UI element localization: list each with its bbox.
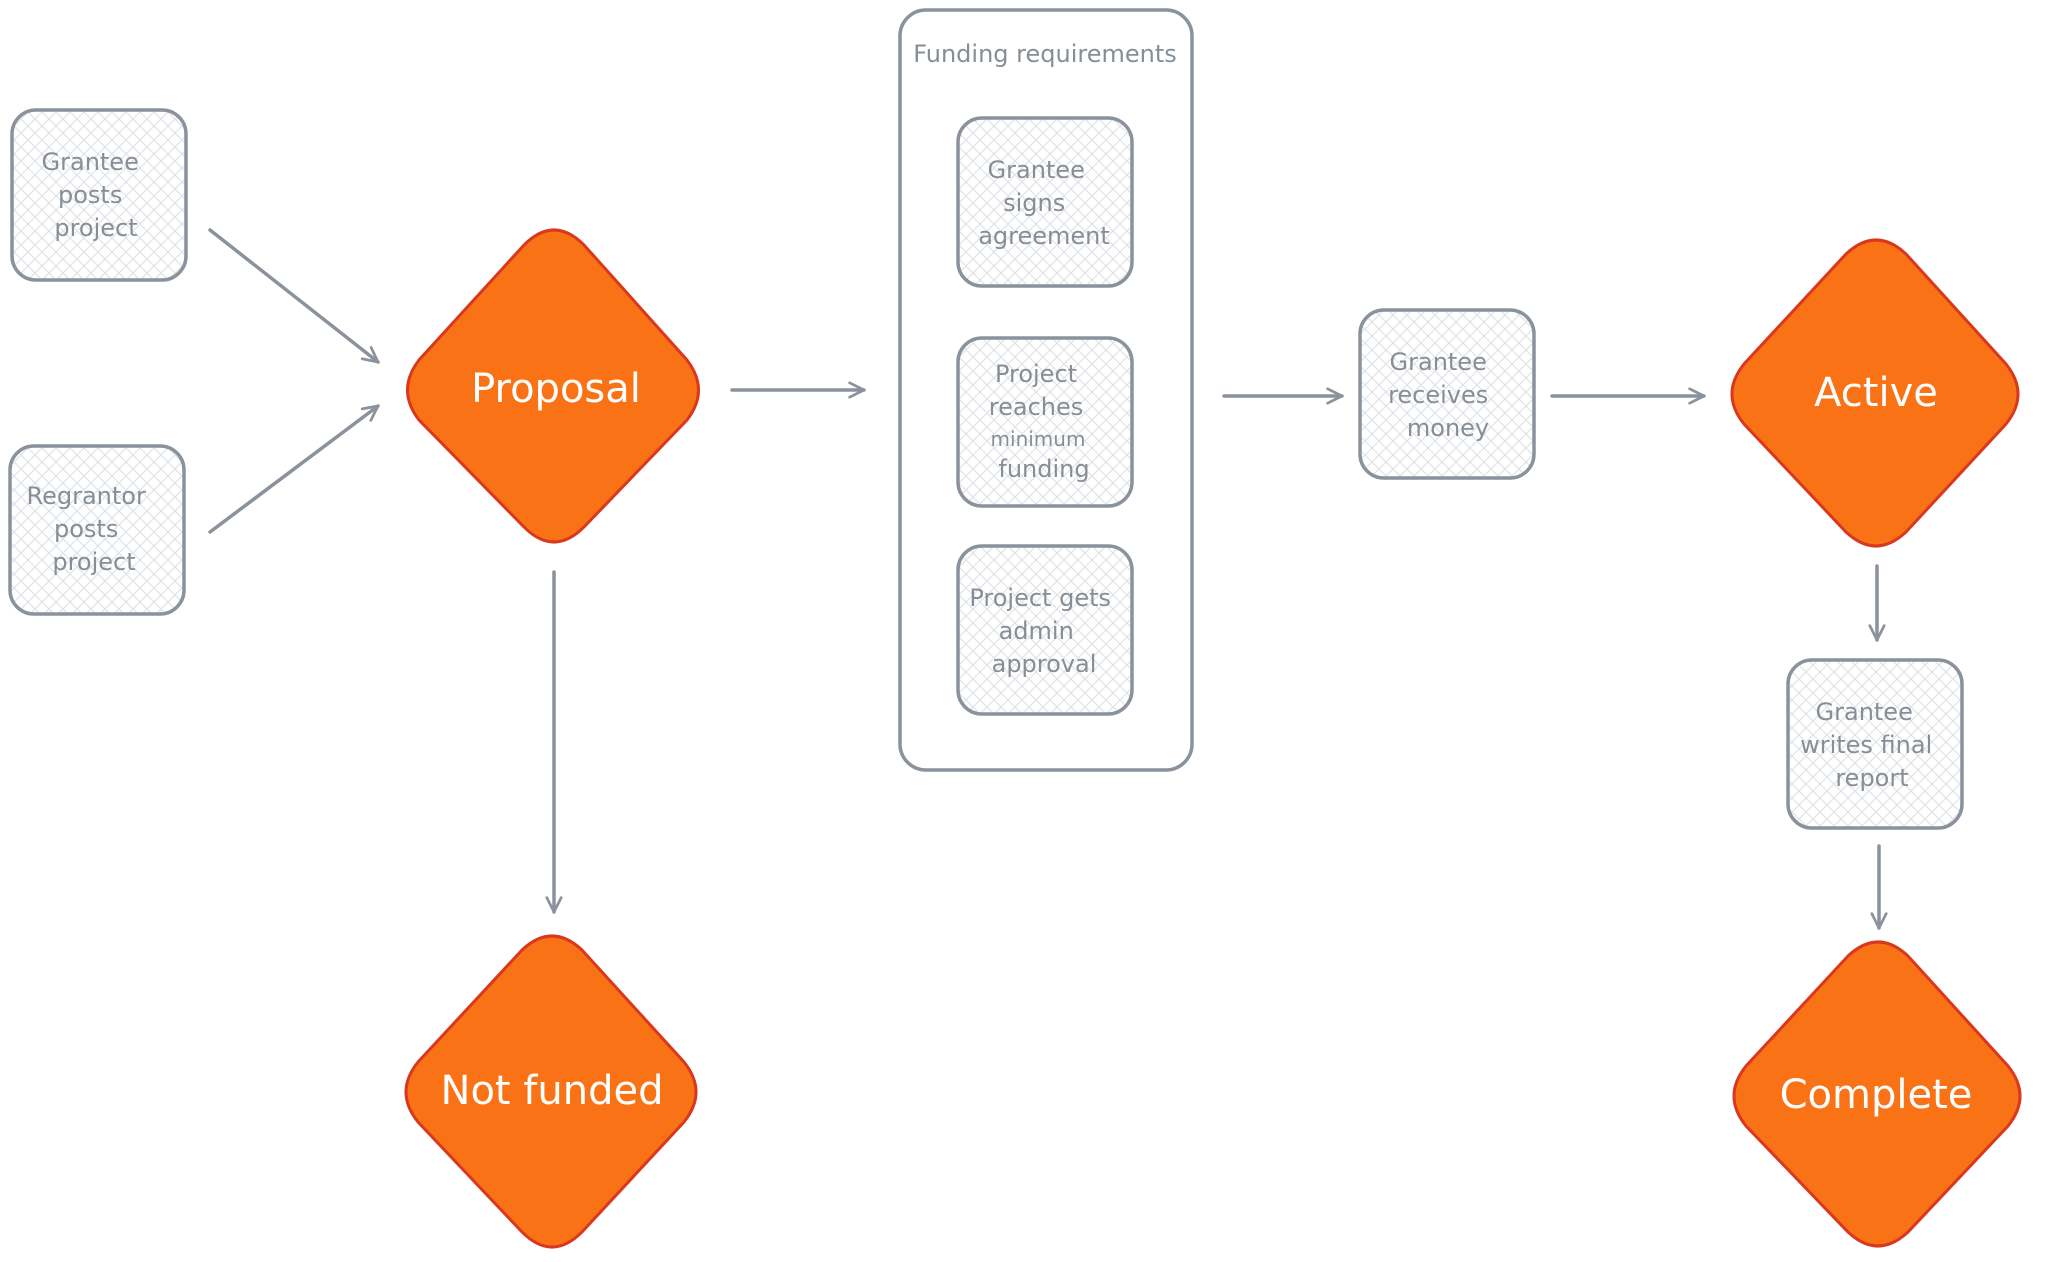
- proposal-label: Proposal: [471, 366, 641, 412]
- signs-agreement-line2: signs: [1003, 189, 1065, 217]
- admin-approval-line2: admin: [999, 617, 1074, 645]
- connectors: [208, 228, 1888, 930]
- signs-agreement-box: Grantee signs agreement: [956, 116, 1134, 288]
- regrantor-posts-line2: posts: [54, 515, 118, 543]
- complete-label: Complete: [1780, 1072, 1973, 1118]
- svg-text:Project reaches: Project reaches minimum funding: [989, 360, 1090, 483]
- final-report-box: Grantee writes final report: [1786, 658, 1964, 830]
- grantee-posts-line2: posts: [58, 181, 122, 209]
- not-funded-label: Not funded: [441, 1068, 664, 1114]
- proposal-state: Proposal: [406, 228, 700, 544]
- grantee-posts-line3: project: [54, 214, 137, 242]
- final-report-line1: Grantee: [1816, 698, 1913, 726]
- svg-text:Regrantor posts pr: Regrantor posts project: [27, 482, 154, 576]
- signs-agreement-line3: agreement: [978, 222, 1110, 250]
- admin-approval-line1: Project gets: [969, 584, 1111, 612]
- funding-requirements-group: Funding requirements Grantee signs agree…: [898, 8, 1194, 772]
- svg-text:Grantee signs: Grantee signs agreement: [978, 156, 1110, 250]
- receives-money-box: Grantee receives money: [1358, 308, 1536, 480]
- grantee-posts-project-box: Grantee posts project: [10, 108, 188, 282]
- active-state: Active: [1730, 238, 2020, 548]
- svg-text:Grantee writes final: Grantee writes final report: [1800, 698, 1940, 792]
- regrantor-posts-line3: project: [52, 548, 135, 576]
- receives-money-line3: money: [1407, 414, 1489, 442]
- regrantor-posts-line1: Regrantor: [27, 482, 146, 510]
- svg-text:Grantee receives m: Grantee receives money: [1388, 348, 1496, 442]
- admin-approval-line3: approval: [992, 650, 1097, 678]
- minimum-funding-line2: reaches: [989, 393, 1084, 421]
- minimum-funding-line4: funding: [998, 455, 1089, 483]
- minimum-funding-line1: Project: [995, 360, 1077, 388]
- not-funded-state: Not funded: [404, 934, 698, 1249]
- minimum-funding-line3: minimum: [991, 427, 1086, 451]
- admin-approval-box: Project gets admin approval: [956, 544, 1134, 716]
- arrow-regrantor-to-proposal: [208, 404, 380, 534]
- receives-money-line2: receives: [1388, 381, 1488, 409]
- receives-money-line1: Grantee: [1390, 348, 1487, 376]
- grantee-posts-line1: Grantee: [42, 148, 139, 176]
- minimum-funding-box: Project reaches minimum funding: [956, 336, 1134, 508]
- active-label: Active: [1814, 370, 1938, 416]
- complete-state: Complete: [1732, 940, 2022, 1248]
- svg-text:Project gets admin: Project gets admin approval: [969, 584, 1118, 678]
- funding-requirements-title: Funding requirements: [913, 40, 1176, 68]
- signs-agreement-line1: Grantee: [988, 156, 1085, 184]
- svg-text:Grantee posts proj: Grantee posts project: [42, 148, 147, 242]
- final-report-line3: report: [1835, 764, 1908, 792]
- regrantor-posts-project-box: Regrantor posts project: [8, 444, 186, 616]
- final-report-line2: writes final: [1800, 731, 1932, 759]
- arrow-grantee-to-proposal: [208, 228, 380, 364]
